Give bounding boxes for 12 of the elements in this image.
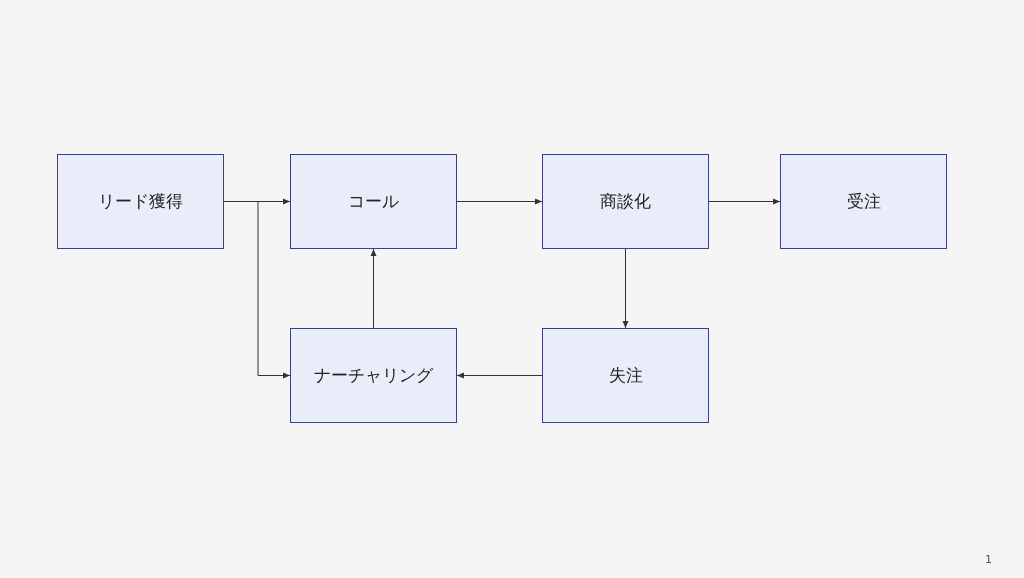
- arrow: [708, 198, 781, 205]
- process-box: リード獲得: [57, 154, 224, 249]
- page-number: 1: [985, 553, 992, 566]
- process-box: 商談化: [542, 154, 709, 249]
- arrow: [622, 248, 629, 329]
- arrow: [456, 372, 543, 379]
- arrow: [456, 198, 543, 205]
- process-box: コール: [290, 154, 457, 249]
- arrow: [370, 248, 377, 329]
- process-box: 失注: [542, 328, 709, 423]
- process-box: ナーチャリング: [290, 328, 457, 423]
- process-box: 受注: [780, 154, 947, 249]
